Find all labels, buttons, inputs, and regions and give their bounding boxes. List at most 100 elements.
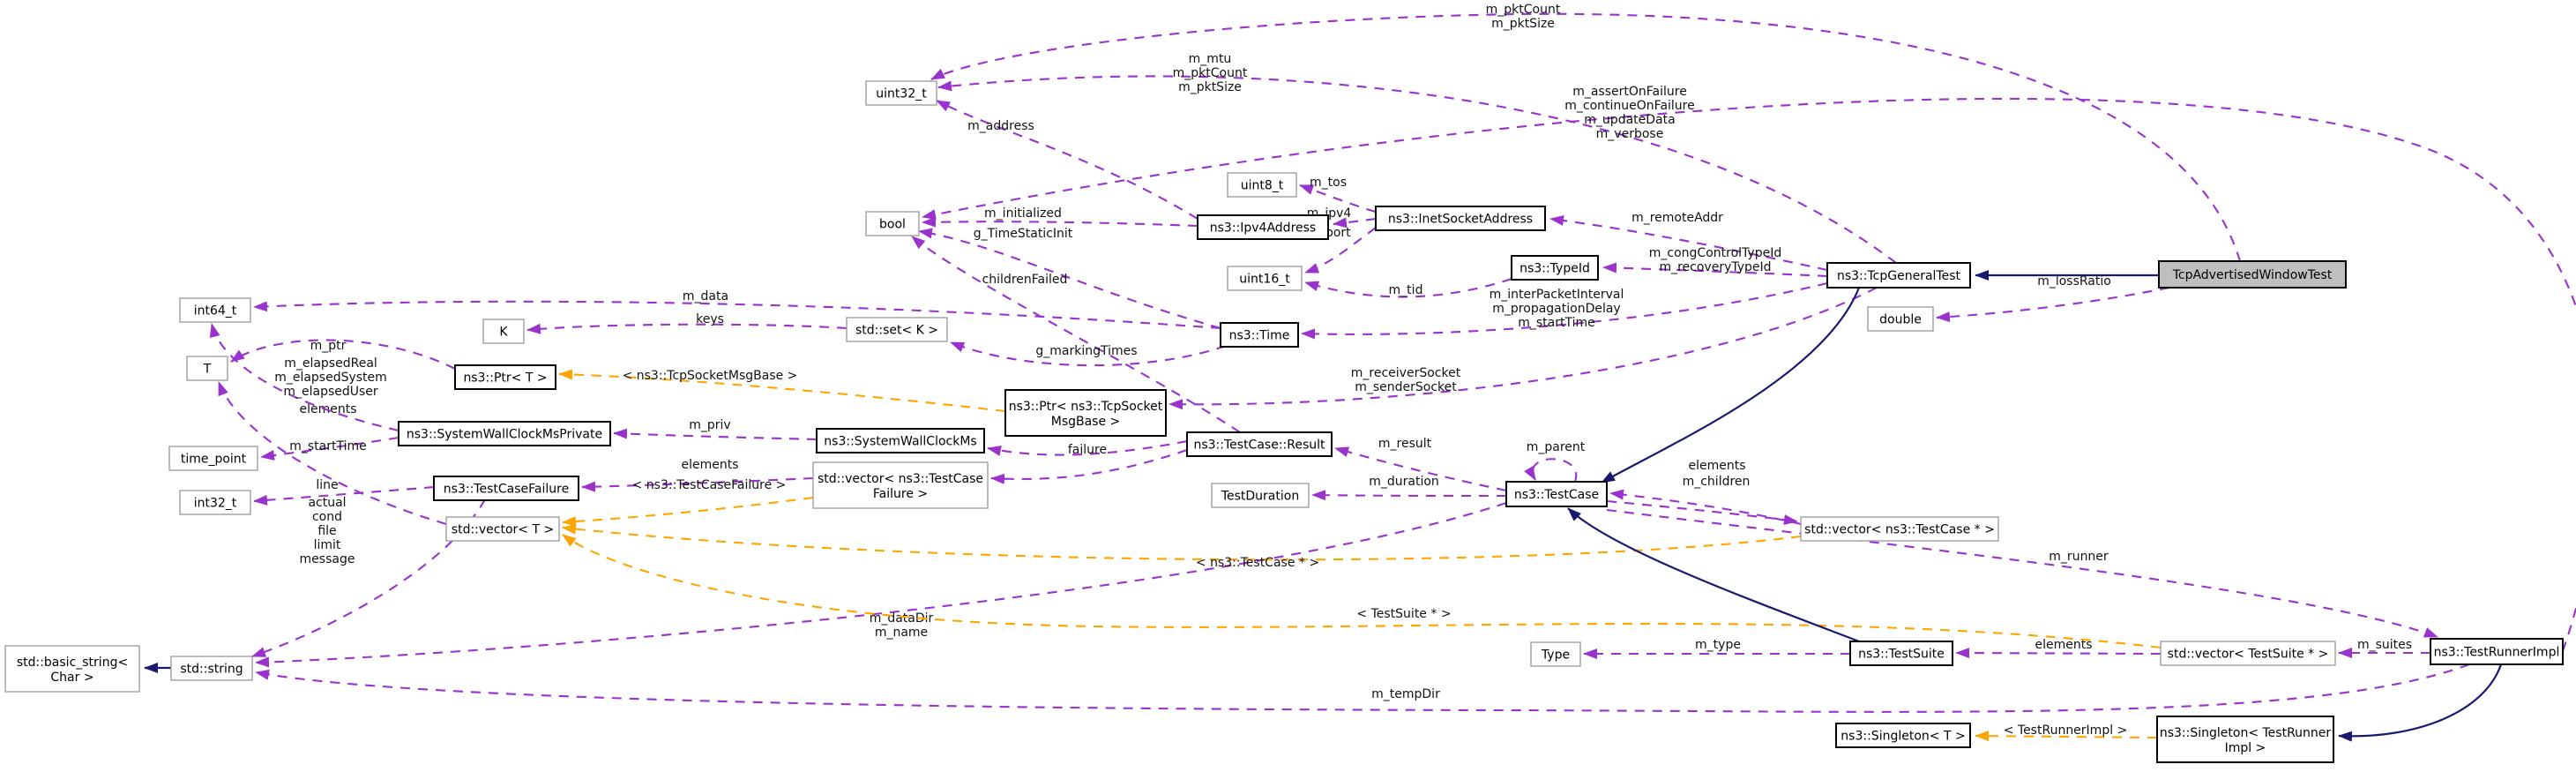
node-label-system-wall-clock-ms-private: ns3::SystemWallClockMsPrivate <box>407 428 602 442</box>
node-label-ipv4-address: ns3::Ipv4Address <box>1210 221 1316 236</box>
edge-vector-test-suite-ptr-to-vector-t <box>562 534 2162 649</box>
node-label-testcase-result: ns3::TestCase::Result <box>1193 438 1325 453</box>
edge-label-< TestRunnerImpl >: < TestRunnerImpl > <box>2004 723 2128 738</box>
node-label-vector-testcase-ptr: std::vector< ns3::TestCase * > <box>1804 523 1995 537</box>
node-testcase-failure[interactable]: ns3::TestCaseFailure <box>433 476 579 501</box>
node-label-bool: bool <box>879 218 906 232</box>
edge-label-m_result: m_result <box>1378 437 1432 451</box>
edge-system-wall-clock-ms-to-system-wall-clock-ms-private <box>613 428 818 441</box>
node-testcase-result[interactable]: ns3::TestCase::Result <box>1186 431 1333 457</box>
node-label-type: Type <box>1541 648 1570 663</box>
edge-vector-t-to-t <box>218 381 447 526</box>
edge-tcp-general-test-to-time <box>1301 281 1828 340</box>
edge-label-failure: failure <box>1068 443 1107 457</box>
edge-label-m_ptr: m_ptr <box>310 339 347 353</box>
edge-label-m_data: m_data <box>683 289 728 304</box>
node-label-tcp-general-test: ns3::TcpGeneralTest <box>1837 269 1961 283</box>
node-label-test-suite: ns3::TestSuite <box>1858 648 1945 662</box>
node-label-vector-test-suite-ptr: std::vector< TestSuite * > <box>2168 648 2329 662</box>
node-label-test-duration: TestDuration <box>1221 490 1299 504</box>
edge-label-< ns3::TcpSocketMsgBase >: < ns3::TcpSocketMsgBase > <box>623 369 798 383</box>
edge-label-elements: elements <box>2035 638 2092 652</box>
edge-vector-testcase-ptr-to-vector-t <box>562 523 1802 561</box>
edge-label-m_children: m_children <box>1683 475 1751 489</box>
edge-singleton-test-runner-impl-to-singleton-t <box>1975 731 2158 742</box>
edge-vector-testcase-failure-to-testcase-failure <box>581 476 814 492</box>
edge-label-m_parent: m_parent <box>1527 440 1586 454</box>
edge-label-m_tempDir: m_tempDir <box>1371 687 1440 701</box>
node-label-inet-socket-address: ns3::InetSocketAddress <box>1388 213 1533 227</box>
edge-set-k-to-k <box>526 323 847 334</box>
node-string: std::string <box>170 656 253 681</box>
node-ipv4-address[interactable]: ns3::Ipv4Address <box>1197 214 1329 240</box>
edge-label-elements: elements <box>1688 459 1745 473</box>
edge-label-keys: keys <box>696 312 724 326</box>
node-typeid[interactable]: ns3::TypeId <box>1511 255 1599 281</box>
node-test-runner-impl[interactable]: ns3::TestRunnerImpl <box>2430 638 2564 665</box>
edge-vector-testcase-failure-to-vector-t <box>562 496 814 528</box>
node-singleton-t[interactable]: ns3::Singleton< T > <box>1835 723 1971 748</box>
edge-inet-socket-address-to-uint8-t <box>1299 184 1377 214</box>
edge-tcp-advertised-window-test-to-uint32-t <box>930 12 2242 262</box>
node-system-wall-clock-ms-private[interactable]: ns3::SystemWallClockMsPrivate <box>398 421 611 446</box>
node-tcp-general-test[interactable]: ns3::TcpGeneralTest <box>1826 262 1971 289</box>
node-ptr-t[interactable]: ns3::Ptr< T > <box>454 364 556 390</box>
node-testcase[interactable]: ns3::TestCase <box>1505 481 1608 507</box>
node-inet-socket-address[interactable]: ns3::InetSocketAddress <box>1375 206 1546 231</box>
node-t: T <box>186 356 228 381</box>
node-label-uint8-t: uint8_t <box>1241 179 1284 193</box>
edge-label-m_suites: m_suites <box>2357 638 2412 652</box>
edge-inet-socket-address-to-uint16-t <box>1304 227 1377 274</box>
edge-label-childrenFailed: childrenFailed <box>982 273 1068 287</box>
edge-test-runner-impl-to-singleton-test-runner-impl <box>2338 663 2503 742</box>
edge-tcp-general-test-to-testcase <box>1601 287 1861 483</box>
edge-tcp-general-test-to-uint32-t <box>937 75 1897 264</box>
node-label-time: ns3::Time <box>1229 329 1290 343</box>
node-label-testcase-failure: ns3::TestCaseFailure <box>444 483 569 497</box>
edge-test-runner-impl-to-string <box>255 663 2470 713</box>
edge-testcase-result-to-system-wall-clock-ms <box>987 439 1188 456</box>
node-basic-string: std::basic_string<Char > <box>4 645 140 693</box>
edge-vector-test-suite-ptr-to-test-suite <box>1955 648 2162 659</box>
node-label-int32-t: int32_t <box>194 497 237 511</box>
edge-label-m_type: m_type <box>1695 638 1741 652</box>
node-label-string: std::string <box>180 663 243 677</box>
edge-tcp-advertised-window-test-to-double <box>1936 286 2170 323</box>
node-uint8-t: uint8_t <box>1227 172 1297 198</box>
edge-testcase-to-test-duration <box>1311 490 1507 501</box>
node-system-wall-clock-ms[interactable]: ns3::SystemWallClockMs <box>816 428 985 453</box>
node-vector-test-suite-ptr: std::vector< TestSuite * > <box>2160 641 2336 666</box>
edge-label-m_address: m_address <box>967 119 1034 133</box>
edge-tcp-general-test-to-typeid <box>1602 262 1828 278</box>
edge-test-suite-to-testcase <box>1567 507 1860 643</box>
node-double: double <box>1867 306 1934 332</box>
edge-label-< ns3::TestCaseFailure >: < ns3::TestCaseFailure > <box>632 478 787 492</box>
edge-label-< TestSuite * >: < TestSuite * > <box>1356 607 1451 621</box>
node-int32-t: int32_t <box>179 490 251 515</box>
node-label-typeid: ns3::TypeId <box>1519 262 1590 276</box>
node-label-int64-t: int64_t <box>194 304 237 319</box>
node-uint32-t: uint32_t <box>865 80 937 106</box>
node-time[interactable]: ns3::Time <box>1220 322 1299 348</box>
edge-testcase-failure-to-int32-t <box>253 485 435 506</box>
edge-label-m_duration: m_duration <box>1369 475 1439 489</box>
edge-label-m_initialized: m_initialized <box>984 206 1062 221</box>
edge-label-m_runner: m_runner <box>2049 550 2109 564</box>
node-label-set-k: std::set< K > <box>855 324 938 338</box>
node-test-suite[interactable]: ns3::TestSuite <box>1849 641 1953 666</box>
edge-system-wall-clock-ms-private-to-time-point <box>260 436 399 461</box>
node-label-testcase: ns3::TestCase <box>1514 488 1599 502</box>
node-uint16-t: uint16_t <box>1227 266 1303 291</box>
edge-testcase-to-testcase-result <box>1334 446 1507 492</box>
edge-ipv4-address-to-bool <box>922 216 1198 228</box>
edge-system-wall-clock-ms-private-to-int64-t <box>209 323 399 432</box>
